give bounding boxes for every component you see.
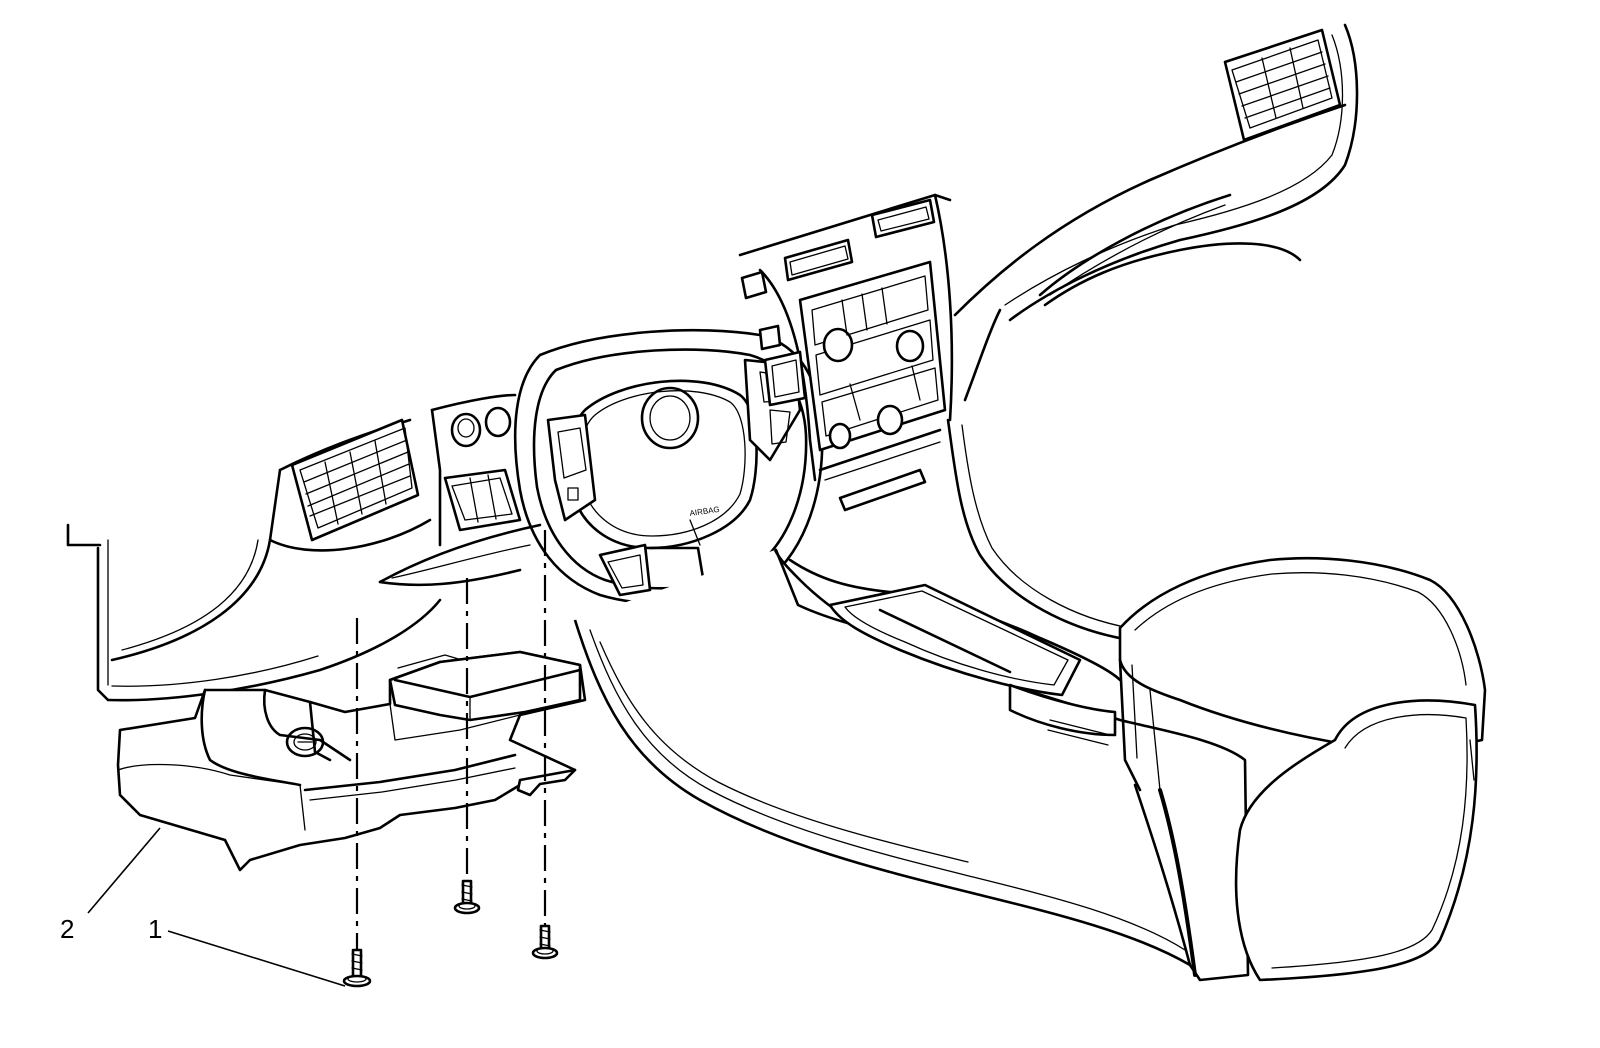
lower-dash-left — [378, 393, 542, 587]
callout-1: 1 — [148, 914, 162, 944]
fastener-icon — [531, 924, 559, 960]
center-console — [573, 548, 1487, 982]
svg-text:AIRBAG: AIRBAG — [689, 505, 720, 518]
fastener-icon — [453, 879, 481, 915]
callout-leaders — [87, 827, 346, 987]
left-air-vent — [290, 418, 420, 542]
callout-2: 2 — [60, 914, 74, 944]
knee-bolster-panel — [116, 650, 587, 872]
passenger-dash — [946, 23, 1359, 642]
steering-wheel: AIRBAG — [513, 328, 824, 606]
screw-icon — [342, 948, 372, 988]
left-dash-panel — [66, 418, 442, 702]
fastener-centerlines — [355, 530, 547, 975]
center-stack — [738, 193, 954, 512]
